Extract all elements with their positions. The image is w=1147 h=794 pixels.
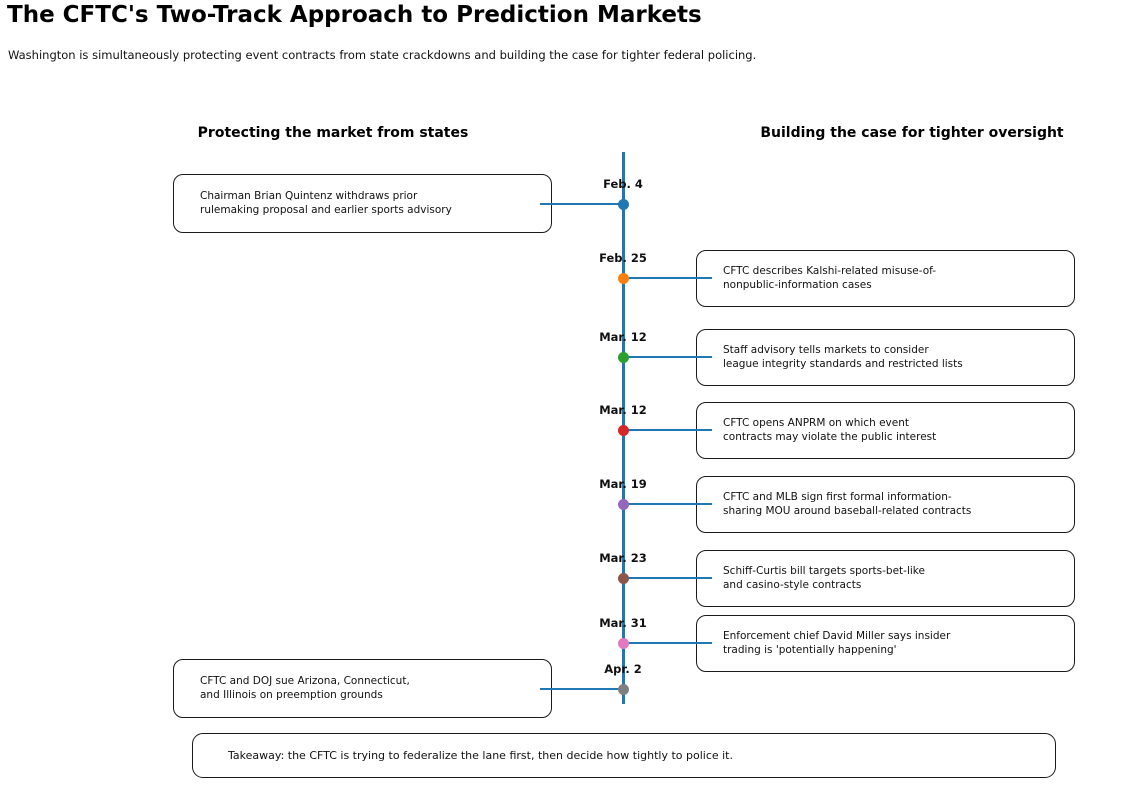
event-card: CFTC and DOJ sue Arizona, Connecticut,an… bbox=[173, 659, 552, 718]
event-connector bbox=[623, 356, 712, 358]
event-connector bbox=[623, 277, 712, 279]
event-card: Enforcement chief David Miller says insi… bbox=[696, 615, 1075, 672]
event-connector bbox=[540, 203, 623, 205]
event-date-label: Feb. 25 bbox=[599, 251, 647, 265]
event-card-line: CFTC describes Kalshi-related misuse-of- bbox=[723, 265, 937, 277]
event-date-label: Mar. 12 bbox=[599, 403, 647, 417]
event-card-line: Chairman Brian Quintenz withdraws prior bbox=[200, 190, 418, 202]
event-card-line: CFTC and MLB sign first formal informati… bbox=[723, 491, 952, 503]
event-connector bbox=[540, 688, 623, 690]
event-card-line: nonpublic-information cases bbox=[723, 278, 872, 291]
column-header-right: Building the case for tighter oversight bbox=[760, 125, 1064, 141]
page-title: The CFTC's Two-Track Approach to Predict… bbox=[7, 2, 702, 28]
event-connector bbox=[623, 429, 712, 431]
event-date-label: Mar. 23 bbox=[599, 551, 647, 565]
event-dot bbox=[617, 424, 629, 436]
event-card-line: and casino-style contracts bbox=[723, 578, 862, 591]
event-card-line: CFTC opens ANPRM on which event bbox=[723, 417, 909, 429]
takeaway-text: Takeaway: the CFTC is trying to federali… bbox=[228, 749, 733, 762]
event-card-line: CFTC and DOJ sue Arizona, Connecticut, bbox=[200, 675, 410, 687]
event-connector bbox=[623, 642, 712, 644]
event-card-line: Schiff-Curtis bill targets sports-bet-li… bbox=[723, 565, 925, 577]
event-card-line: sharing MOU around baseball-related cont… bbox=[723, 504, 972, 517]
event-date-label: Mar. 31 bbox=[599, 616, 647, 630]
event-card: CFTC and MLB sign first formal informati… bbox=[696, 476, 1075, 533]
event-date-label: Feb. 4 bbox=[603, 177, 643, 191]
event-dot bbox=[617, 498, 629, 510]
event-card: Schiff-Curtis bill targets sports-bet-li… bbox=[696, 550, 1075, 607]
page-subtitle: Washington is simultaneously protecting … bbox=[8, 48, 757, 62]
event-card-line: contracts may violate the public interes… bbox=[723, 430, 937, 443]
event-dot bbox=[617, 572, 629, 584]
event-card-line: Enforcement chief David Miller says insi… bbox=[723, 630, 951, 642]
event-dot bbox=[617, 637, 629, 649]
takeaway-box: Takeaway: the CFTC is trying to federali… bbox=[192, 733, 1056, 778]
event-card-line: rulemaking proposal and earlier sports a… bbox=[200, 203, 452, 216]
event-dot bbox=[617, 351, 629, 363]
column-header-left: Protecting the market from states bbox=[197, 125, 469, 141]
event-card-line: and Illinois on preemption grounds bbox=[200, 688, 383, 701]
event-connector bbox=[623, 577, 712, 579]
event-dot bbox=[617, 198, 629, 210]
event-date-label: Mar. 19 bbox=[599, 477, 647, 491]
event-card: Staff advisory tells markets to consider… bbox=[696, 329, 1075, 386]
event-date-label: Mar. 12 bbox=[599, 330, 647, 344]
event-dot bbox=[617, 683, 629, 695]
event-dot bbox=[617, 272, 629, 284]
event-card-line: trading is 'potentially happening' bbox=[723, 643, 897, 656]
event-connector bbox=[623, 503, 712, 505]
event-date-label: Apr. 2 bbox=[604, 662, 642, 676]
event-card-line: Staff advisory tells markets to consider bbox=[723, 344, 929, 356]
event-card-line: league integrity standards and restricte… bbox=[723, 357, 963, 370]
event-card: CFTC describes Kalshi-related misuse-of-… bbox=[696, 250, 1075, 307]
